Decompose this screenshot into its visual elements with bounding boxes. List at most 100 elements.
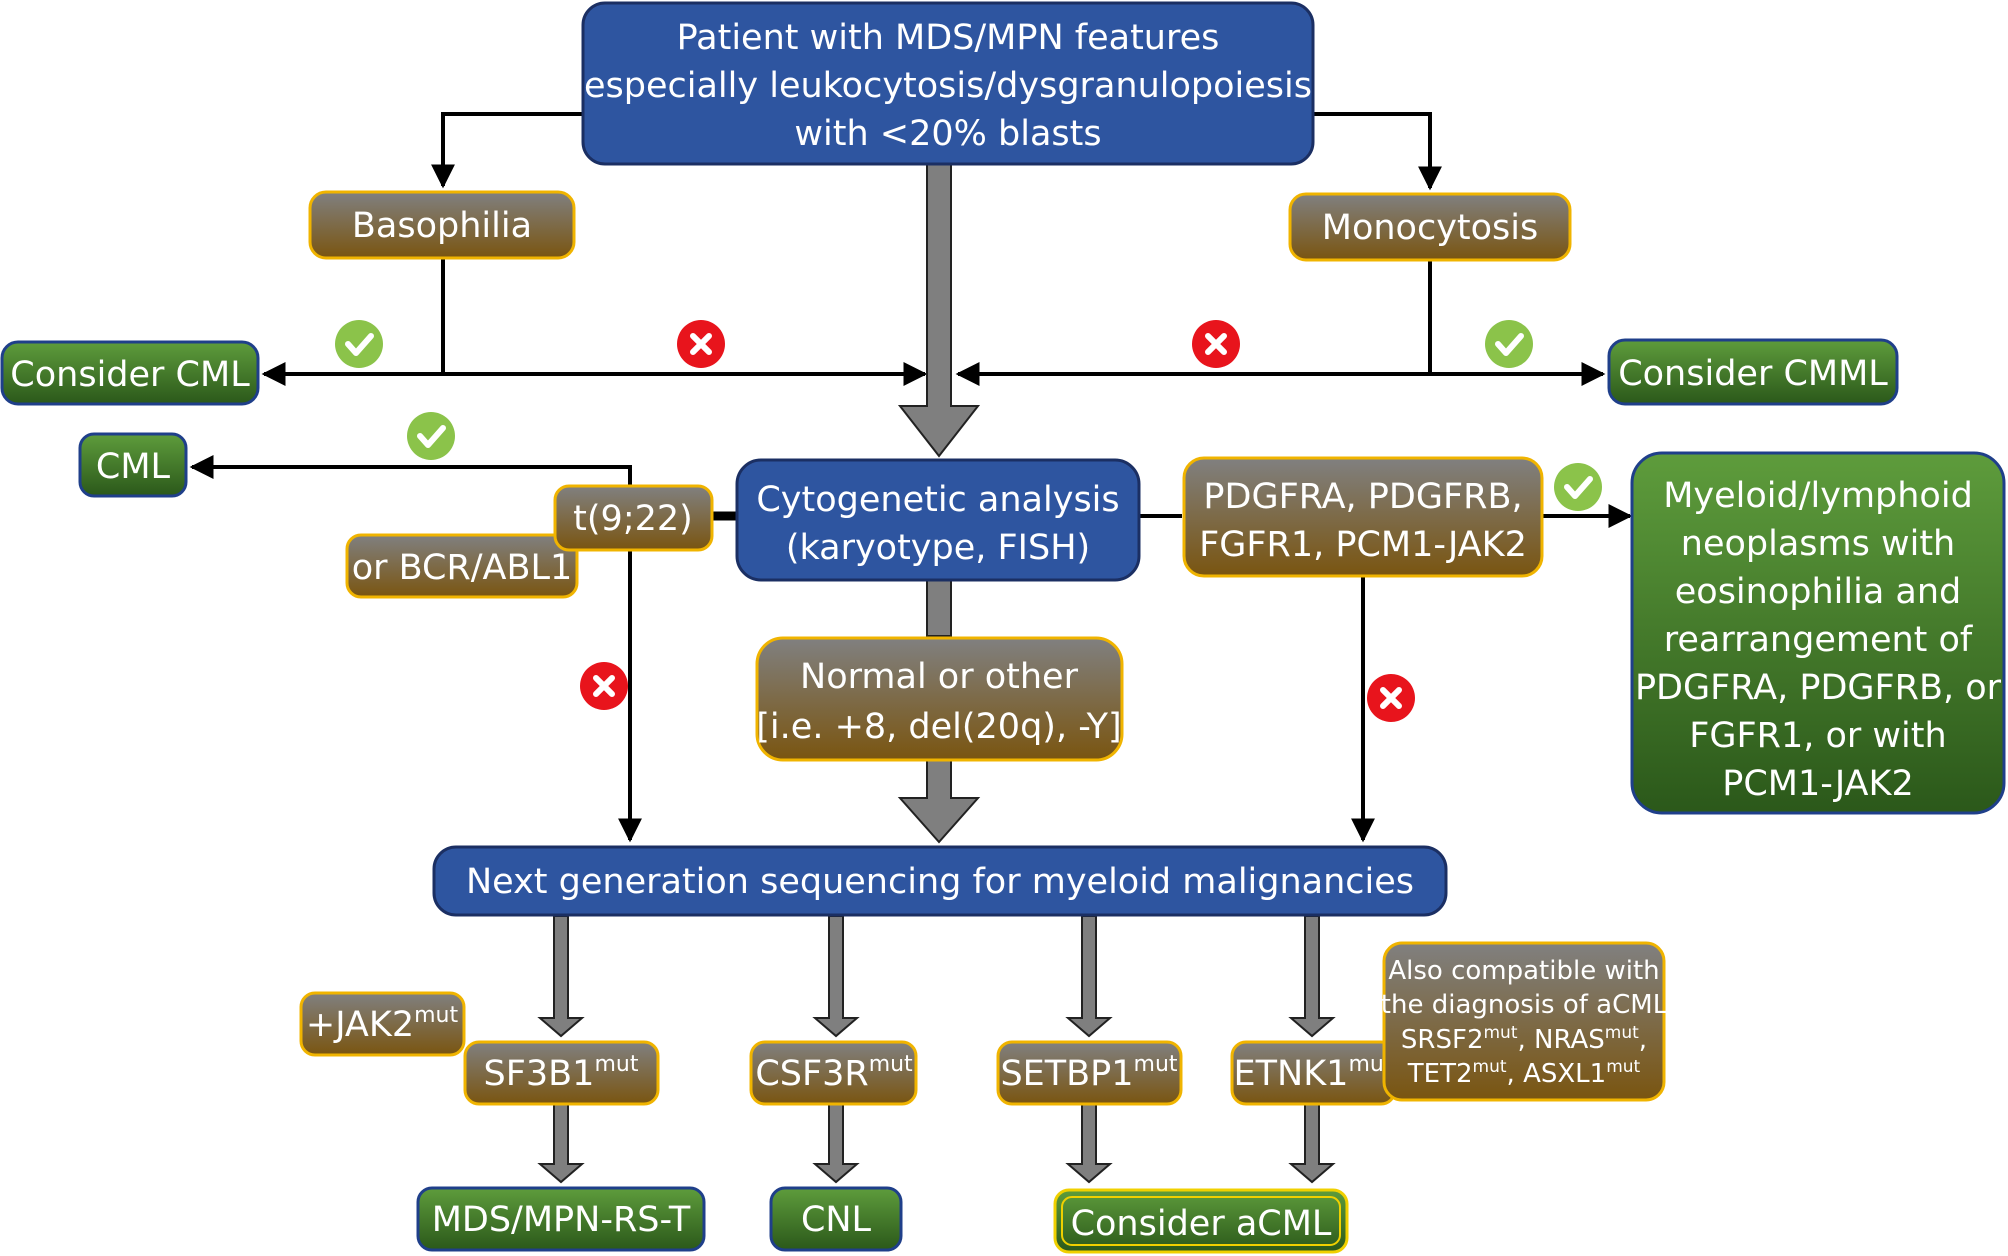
consider-cml-label: Consider CML: [10, 355, 250, 395]
cnl-label: CNL: [801, 1200, 872, 1240]
ngs-label: Next generation sequencing for myeloid m…: [466, 862, 1414, 902]
myeloid-line1: Myeloid/lymphoid: [1663, 476, 1973, 516]
check-icon: [1554, 463, 1602, 511]
patient-box: Patient with MDS/MPN features (especiall…: [570, 1, 1326, 166]
also-compatible-line2: the diagnosis of aCML: [1381, 990, 1668, 1020]
tet2-base: TET2: [1407, 1059, 1473, 1089]
pdgf-line1: PDGFRA, PDGFRB,: [1203, 477, 1522, 517]
gray-arrow-cyto-to-normal: [926, 579, 952, 637]
connector-lines: [189, 112, 1633, 843]
monocytosis-box: Monocytosis: [1288, 192, 1572, 262]
consider-acml-label: Consider aCML: [1071, 1204, 1332, 1244]
arrow-patient-to-monocytosis: [1313, 112, 1442, 191]
gray-arrow-sf3b1-to-mds: [537, 1103, 585, 1184]
gray-arrow-csf3r-to-cnl: [812, 1103, 860, 1184]
etnk1-base: ETNK1: [1234, 1054, 1349, 1094]
gray-arrow-ngs-to-csf3r: [812, 915, 860, 1038]
myeloid-line4: rearrangement of: [1664, 620, 1973, 660]
gray-arrow-setbp1-to-acml: [1065, 1103, 1113, 1184]
etnk1-box: ETNK1mut: [1230, 1040, 1397, 1106]
also-compatible-line4: TET2mut, ASXL1mut: [1407, 1057, 1641, 1089]
consider-acml-box: Consider aCML: [1053, 1188, 1349, 1254]
gray-arrow-normal-to-ngs: [897, 759, 981, 844]
setbp1-box: SETBP1mut: [996, 1040, 1183, 1106]
patient-line2: (especially leukocytosis/dysgranulopoies…: [570, 66, 1325, 106]
also-compatible-line3: SRSF2mut, NRASmut,: [1401, 1023, 1647, 1055]
csf3r-sup: mut: [869, 1052, 913, 1077]
check-icon: [335, 320, 383, 368]
patient-line3: with <20% blasts: [794, 114, 1101, 154]
normal-other-box: Normal or other [i.e. +8, del(20q), -Y]: [755, 636, 1124, 762]
jak2-sup: mut: [414, 1003, 458, 1028]
csf3r-label: CSF3Rmut: [755, 1052, 913, 1094]
cml-box: CML: [78, 432, 188, 498]
cross-icon: [1367, 674, 1415, 722]
sf3b1-label: SF3B1mut: [484, 1052, 639, 1094]
arrow-t922-to-cml: [189, 455, 632, 486]
cytogenetic-line1: Cytogenetic analysis: [756, 480, 1119, 520]
gray-arrow-patient-to-cyto: [897, 163, 981, 458]
nras-base: NRAS: [1534, 1025, 1605, 1055]
pdgf-box: PDGFRA, PDGFRB, FGFR1, PCM1-JAK2: [1182, 456, 1544, 578]
normal-other-line2: [i.e. +8, del(20q), -Y]: [756, 707, 1121, 747]
myeloid-line3: eosinophilia and: [1675, 572, 1962, 612]
jak2-box: +JAK2mut: [299, 991, 466, 1057]
t922-box: t(9;22): [553, 484, 714, 552]
gray-arrow-etnk1-to-acml: [1288, 1103, 1336, 1184]
myeloid-line2: neoplasms with: [1681, 524, 1955, 564]
jak2-label: +JAK2mut: [306, 1003, 459, 1045]
also-compatible-line1: Also compatible with: [1388, 956, 1659, 986]
pdgf-line2: FGFR1, PCM1-JAK2: [1199, 525, 1527, 565]
cross-icon: [677, 320, 725, 368]
setbp1-label: SETBP1mut: [1000, 1052, 1177, 1094]
mds-mpn-rs-t-label: MDS/MPN-RS-T: [432, 1200, 691, 1240]
cml-label: CML: [96, 447, 171, 487]
also-compatible-box: Also compatible with the diagnosis of aC…: [1381, 941, 1668, 1102]
consider-cmml-label: Consider CMML: [1618, 354, 1888, 394]
myeloid-line6: FGFR1, or with: [1689, 716, 1946, 756]
csf3r-box: CSF3Rmut: [749, 1040, 918, 1106]
monocytosis-label: Monocytosis: [1322, 208, 1539, 248]
bcr-abl1-box: or BCR/ABL1: [345, 533, 579, 599]
normal-other-line1: Normal or other: [800, 657, 1079, 697]
setbp1-sup: mut: [1134, 1052, 1178, 1077]
t922-label: t(9;22): [573, 499, 693, 539]
cross-icon: [1192, 320, 1240, 368]
sf3b1-sup: mut: [594, 1052, 638, 1077]
sf3b1-box: SF3B1mut: [463, 1040, 660, 1106]
srsf2-base: SRSF2: [1401, 1025, 1484, 1055]
asxl1-sup: mut: [1606, 1057, 1640, 1077]
arrow-patient-to-basophilia: [431, 112, 583, 189]
myeloid-lymphoid-box: Myeloid/lymphoid neoplasms with eosinoph…: [1630, 451, 2006, 815]
patient-line1: Patient with MDS/MPN features: [677, 18, 1220, 58]
basophilia-box: Basophilia: [308, 190, 576, 260]
setbp1-base: SETBP1: [1000, 1054, 1133, 1094]
nras-sup: mut: [1605, 1023, 1639, 1043]
myeloid-line5: PDGFRA, PDGFRB, or: [1635, 668, 2002, 708]
jak2-base: +JAK2: [306, 1005, 414, 1045]
gray-arrow-ngs-to-sf3b1: [537, 915, 585, 1038]
gray-arrows: [537, 163, 1336, 1184]
myeloid-line7: PCM1-JAK2: [1722, 764, 1913, 804]
basophilia-label: Basophilia: [352, 206, 532, 246]
tet2-sup: mut: [1473, 1057, 1507, 1077]
cytogenetic-box: Cytogenetic analysis (karyotype, FISH): [735, 458, 1141, 582]
cross-icon: [580, 662, 628, 710]
cytogenetic-line2: (karyotype, FISH): [786, 528, 1090, 568]
asxl1-base: ASXL1: [1523, 1059, 1606, 1089]
etnk1-label: ETNK1mut: [1234, 1052, 1393, 1094]
srsf2-sup: mut: [1484, 1023, 1518, 1043]
check-icon: [407, 412, 455, 460]
sf3b1-base: SF3B1: [484, 1054, 595, 1094]
csf3r-base: CSF3R: [755, 1054, 868, 1094]
consider-cml-box: Consider CML: [0, 340, 260, 406]
mds-mpn-rs-t-box: MDS/MPN-RS-T: [416, 1186, 706, 1252]
gray-arrow-ngs-to-setbp1: [1065, 915, 1113, 1038]
cnl-box: CNL: [769, 1186, 903, 1252]
bcr-abl1-label: or BCR/ABL1: [352, 548, 573, 588]
ngs-box: Next generation sequencing for myeloid m…: [432, 845, 1448, 917]
check-icon: [1485, 320, 1533, 368]
consider-cmml-box: Consider CMML: [1607, 338, 1899, 406]
gray-arrow-ngs-to-etnk1: [1288, 915, 1336, 1038]
